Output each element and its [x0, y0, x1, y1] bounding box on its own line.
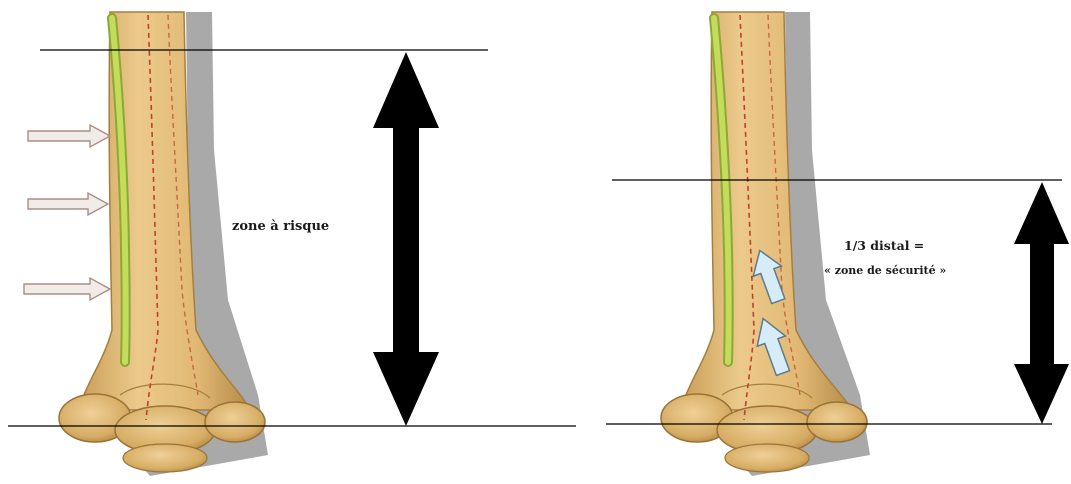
left-hint-arrow-1: [28, 125, 110, 147]
left-hint-arrow-2: [28, 193, 108, 215]
right-double-arrow: [1014, 182, 1069, 424]
right-zone-label-line2: « zone de sécurité »: [824, 264, 946, 277]
left-double-arrow: [373, 52, 439, 426]
right-zone-label-line1: 1/3 distal =: [844, 238, 924, 253]
left-zone-label: zone à risque: [232, 219, 329, 234]
left-hint-arrow-3: [24, 278, 110, 300]
left-panel: zone à risque: [8, 12, 576, 476]
right-panel: 1/3 distal = « zone de sécurité »: [606, 12, 1069, 476]
